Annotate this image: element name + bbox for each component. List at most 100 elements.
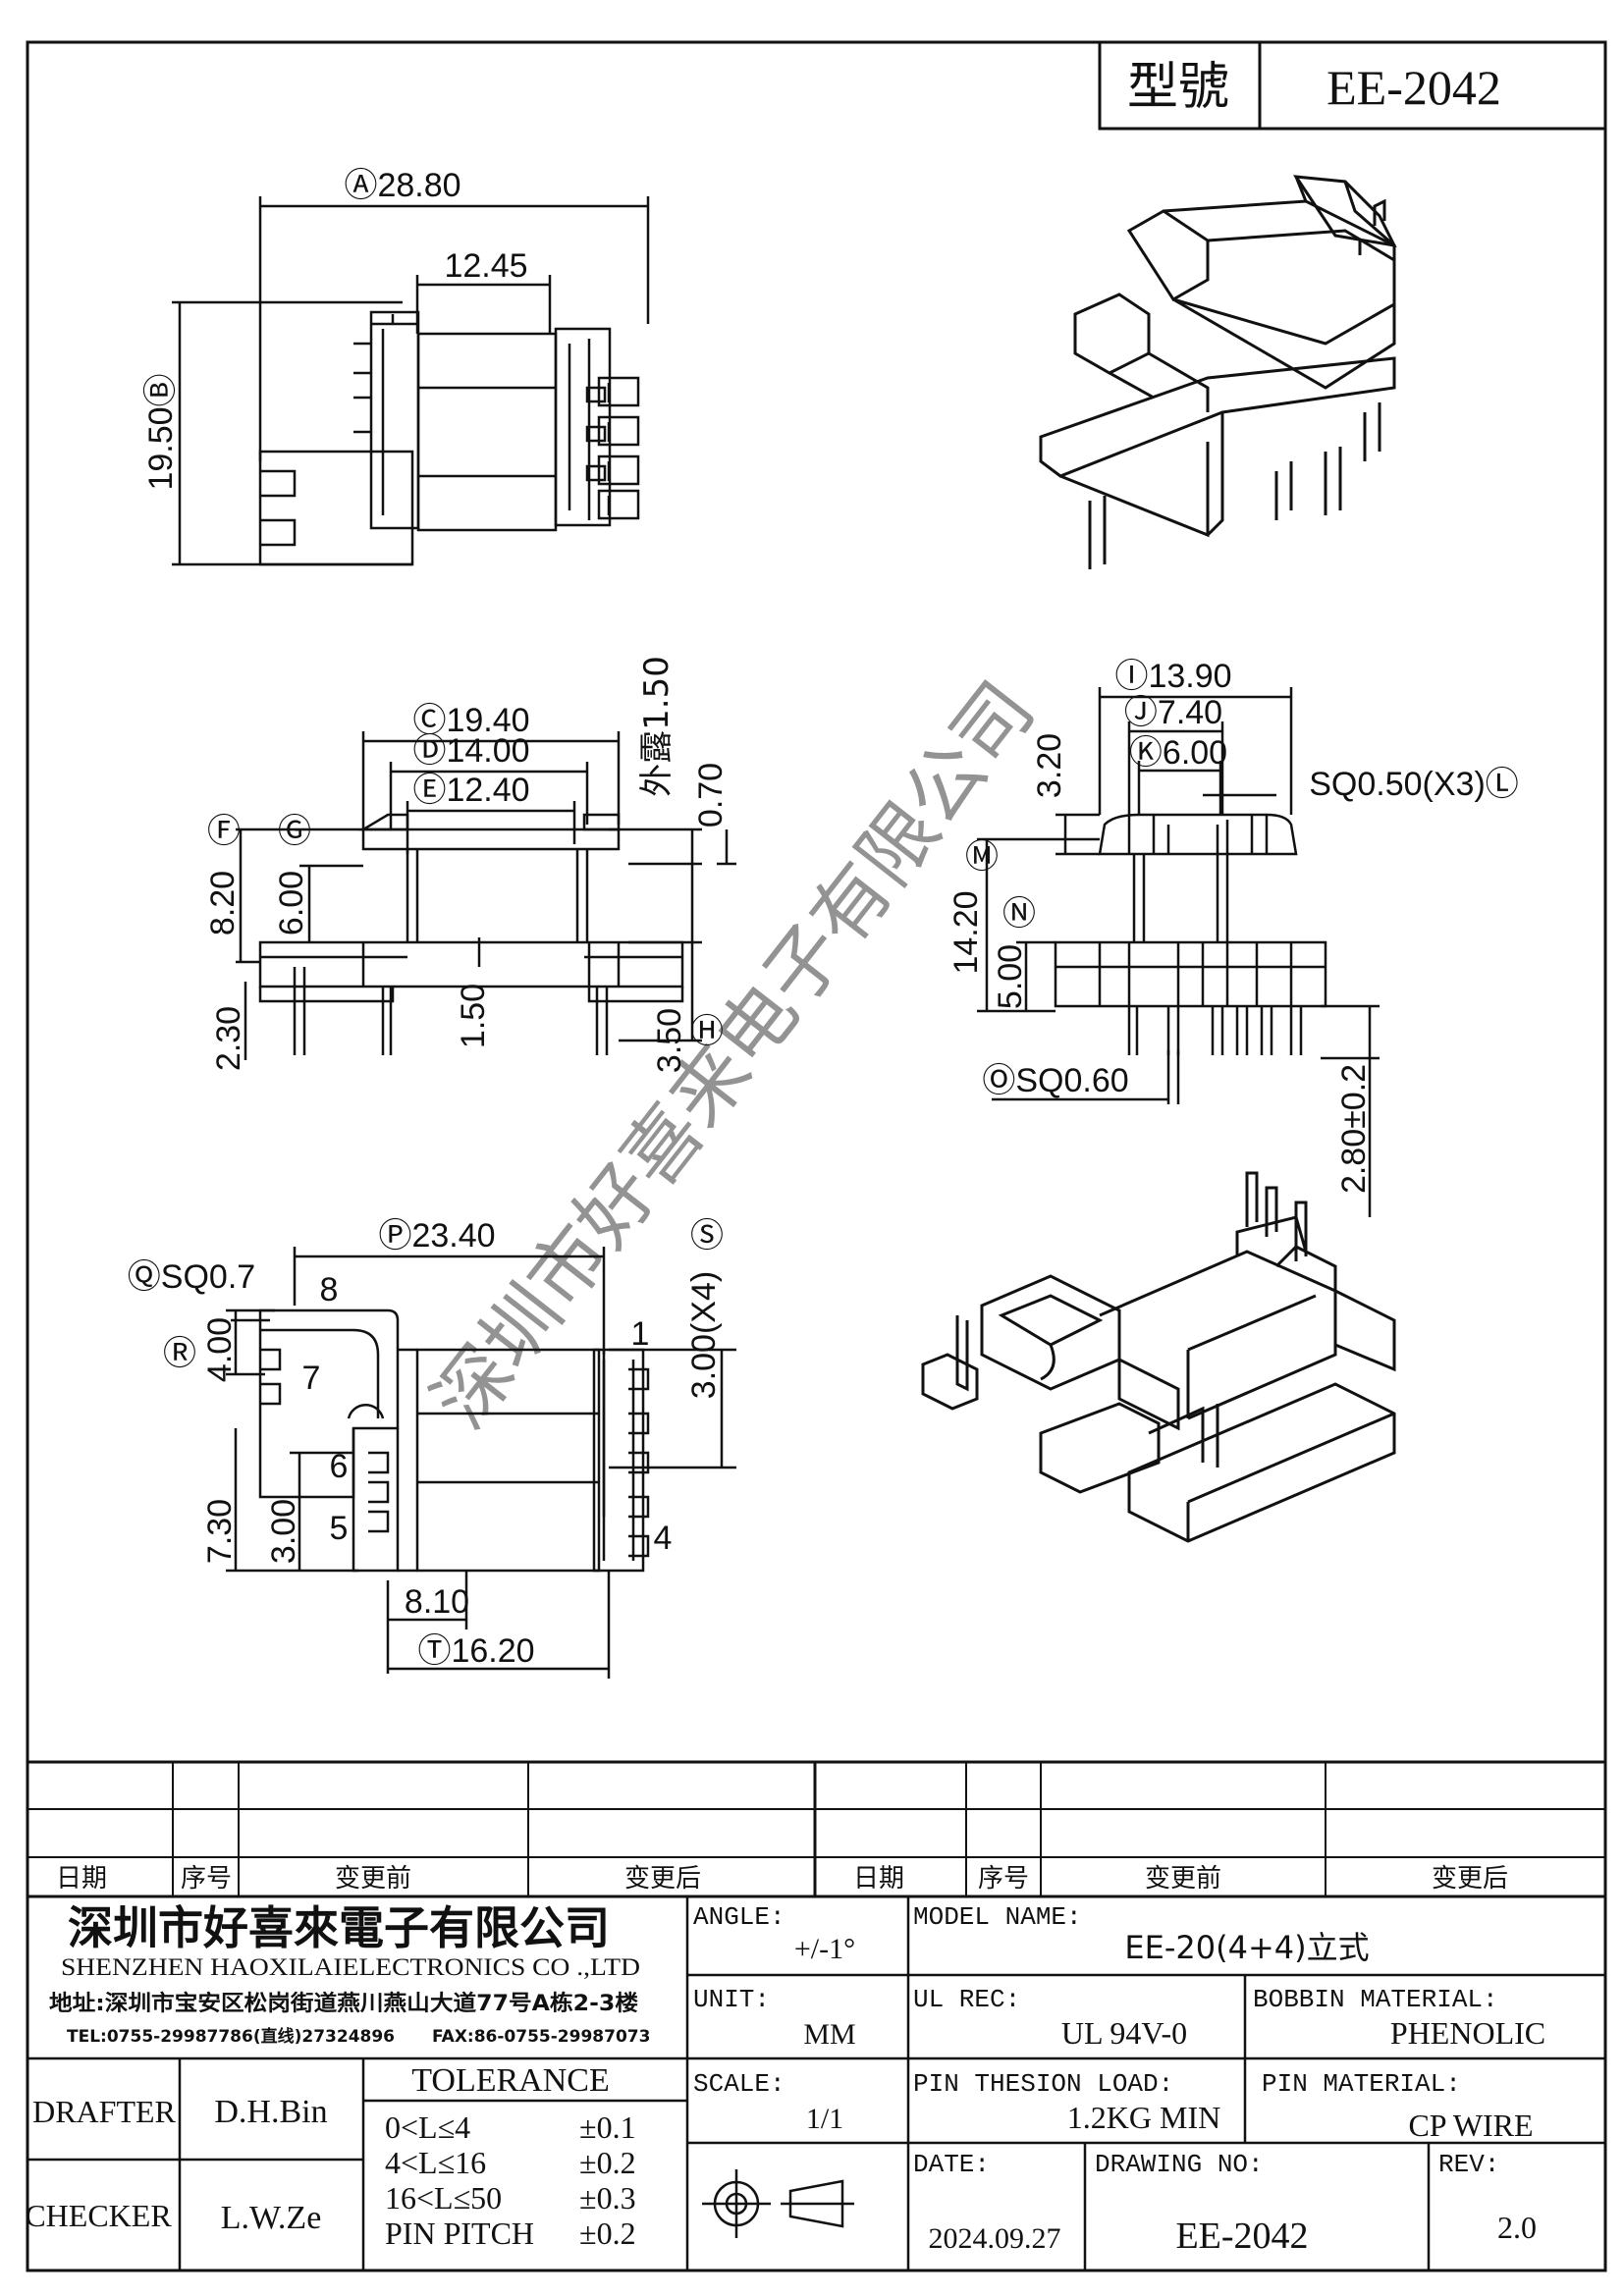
- rev-value: 2.0: [1497, 2210, 1537, 2245]
- side-view-drawing: [977, 687, 1380, 1217]
- dim-T: Ⓣ16.20: [417, 1632, 534, 1670]
- header-model-box: 型號 EE-2042: [1098, 40, 1607, 131]
- rev-header-after-1: 变更后: [624, 1864, 701, 1893]
- pin-7: 7: [302, 1360, 321, 1397]
- label-N: Ⓝ: [1002, 895, 1036, 933]
- dim-B: 19.50Ⓑ: [142, 373, 180, 490]
- dim-K: Ⓚ6.00: [1129, 734, 1227, 772]
- dim-Q: ⓆSQ0.7: [128, 1258, 255, 1296]
- dim-300x4: 3.00(X4): [685, 1271, 723, 1399]
- dim-400: 4.00: [201, 1317, 239, 1382]
- unit-value: MM: [803, 2018, 855, 2051]
- dim-C: Ⓒ19.40: [412, 702, 529, 739]
- dim-150: 1.50: [455, 984, 492, 1048]
- dim-070: 0.70: [692, 763, 730, 828]
- label-H: Ⓗ: [690, 1013, 724, 1050]
- tolerance-value-3: ±0.3: [579, 2180, 636, 2216]
- label-S: Ⓢ: [690, 1217, 724, 1255]
- tolerance-range-4: PIN PITCH: [385, 2216, 534, 2251]
- dim-I: Ⓘ13.90: [1114, 658, 1231, 695]
- angle-label: ANGLE:: [693, 1902, 785, 1932]
- date-value: 2024.09.27: [929, 2222, 1061, 2255]
- bobbin-label: BOBBIN MATERIAL:: [1253, 1985, 1498, 2014]
- dim-1420: 14.20: [947, 890, 985, 974]
- date-label: DATE:: [913, 2150, 990, 2179]
- tolerance-range-1: 0<L≤4: [385, 2109, 470, 2145]
- bottom-view-drawing: [226, 1247, 736, 1679]
- dim-230: 2.30: [210, 1006, 247, 1071]
- dim-P: Ⓟ23.40: [378, 1217, 495, 1255]
- dim-sqL: SQ0.50(X3)Ⓛ: [1309, 766, 1519, 803]
- scale-label: SCALE:: [693, 2069, 785, 2099]
- dim-A: Ⓐ28.80: [344, 167, 460, 204]
- company-name-cn: 深圳市好喜來電子有限公司: [68, 1901, 610, 1954]
- company-address: 地址:深圳市宝安区松岗街道燕川燕山大道77号A栋2-3楼: [49, 1991, 638, 2016]
- dim-730: 7.30: [201, 1499, 239, 1564]
- model-name-label: MODEL NAME:: [913, 1902, 1082, 1932]
- isometric-view-bottom: [921, 1171, 1396, 1543]
- dim-820: 8.20: [204, 871, 242, 935]
- rev-header-date-1: 日期: [56, 1864, 107, 1893]
- tolerance-value-1: ±0.1: [579, 2109, 636, 2145]
- scale-value: 1/1: [806, 2103, 843, 2135]
- bobbin-value: PHENOLIC: [1390, 2015, 1545, 2051]
- tolerance-title: TOLERANCE: [411, 2062, 609, 2099]
- rev-header-date-2: 日期: [853, 1864, 904, 1893]
- company-name-en: SHENZHEN HAOXILAIELECTRONICS CO .,LTD: [61, 1954, 640, 1981]
- rev-header-seq-1: 序号: [181, 1864, 232, 1893]
- tolerance-range-2: 4<L≤16: [385, 2145, 486, 2180]
- dim-280: 2.80±0.2: [1335, 1064, 1373, 1194]
- dim-500: 5.00: [992, 944, 1029, 1009]
- pin-material-value: CP WIRE: [1408, 2108, 1533, 2143]
- top-view-drawing: [172, 196, 650, 566]
- pin-6: 6: [330, 1448, 349, 1485]
- rev-header-after-2: 变更后: [1432, 1864, 1508, 1893]
- isometric-view-top: [1039, 175, 1397, 569]
- tolerance-range-3: 16<L≤50: [385, 2180, 502, 2216]
- rev-label: REV:: [1438, 2150, 1499, 2179]
- dim-waibu: 外露1.50: [637, 656, 677, 797]
- drafter-value: D.H.Bin: [214, 2094, 327, 2130]
- revision-table: [27, 1760, 1605, 1898]
- title-block-grid: [27, 1896, 1605, 2270]
- company-fax: FAX:86-0755-29987073: [432, 2027, 650, 2047]
- checker-value: L.W.Ze: [221, 2200, 322, 2236]
- unit-label: UNIT:: [693, 1985, 770, 2014]
- pin-load-value: 1.2KG MIN: [1067, 2100, 1220, 2135]
- company-tel: TEL:0755-29987786(直线)27324896: [67, 2026, 395, 2047]
- model-label: 型號: [1127, 58, 1229, 117]
- drawing-no-value: EE-2042: [1175, 2216, 1308, 2257]
- pin-5: 5: [330, 1510, 349, 1547]
- pin-8: 8: [320, 1271, 339, 1308]
- angle-value: +/-1°: [794, 1933, 855, 1965]
- drafter-label: DRAFTER: [32, 2094, 176, 2129]
- ul-label: UL REC:: [913, 1985, 1020, 2014]
- model-value: EE-2042: [1326, 60, 1501, 115]
- pin-load-label: PIN THESION LOAD:: [913, 2069, 1173, 2099]
- dim-320: 3.20: [1031, 733, 1068, 798]
- ul-value: UL 94V-0: [1061, 2015, 1187, 2051]
- pin-material-label: PIN MATERIAL:: [1262, 2069, 1461, 2099]
- sheet-border: [26, 40, 1607, 2272]
- tolerance-value-4: ±0.2: [579, 2216, 636, 2251]
- label-G: Ⓖ: [278, 813, 311, 850]
- checker-label: CHECKER: [25, 2198, 172, 2233]
- dim-E: Ⓔ12.40: [412, 772, 529, 809]
- dim-D: Ⓓ14.00: [412, 732, 529, 770]
- dim-300: 3.00: [265, 1499, 302, 1564]
- label-M: Ⓜ: [965, 838, 999, 876]
- rev-header-before-1: 变更前: [335, 1864, 411, 1893]
- tolerance-value-2: ±0.2: [579, 2145, 636, 2180]
- dim-350: 3.50: [651, 1008, 688, 1073]
- label-R: Ⓡ: [163, 1335, 196, 1372]
- drawing-no-label: DRAWING NO:: [1095, 2150, 1264, 2179]
- front-view-drawing: [236, 731, 736, 1060]
- pin-1: 1: [631, 1315, 650, 1353]
- rev-header-before-2: 变更前: [1145, 1864, 1221, 1893]
- model-name-value: EE-20(4+4)立式: [1124, 1929, 1369, 1966]
- dim-600: 6.00: [273, 871, 310, 935]
- dim-1245: 12.45: [444, 247, 527, 285]
- label-F: Ⓕ: [207, 813, 241, 850]
- dim-O: ⓄSQ0.60: [982, 1062, 1128, 1099]
